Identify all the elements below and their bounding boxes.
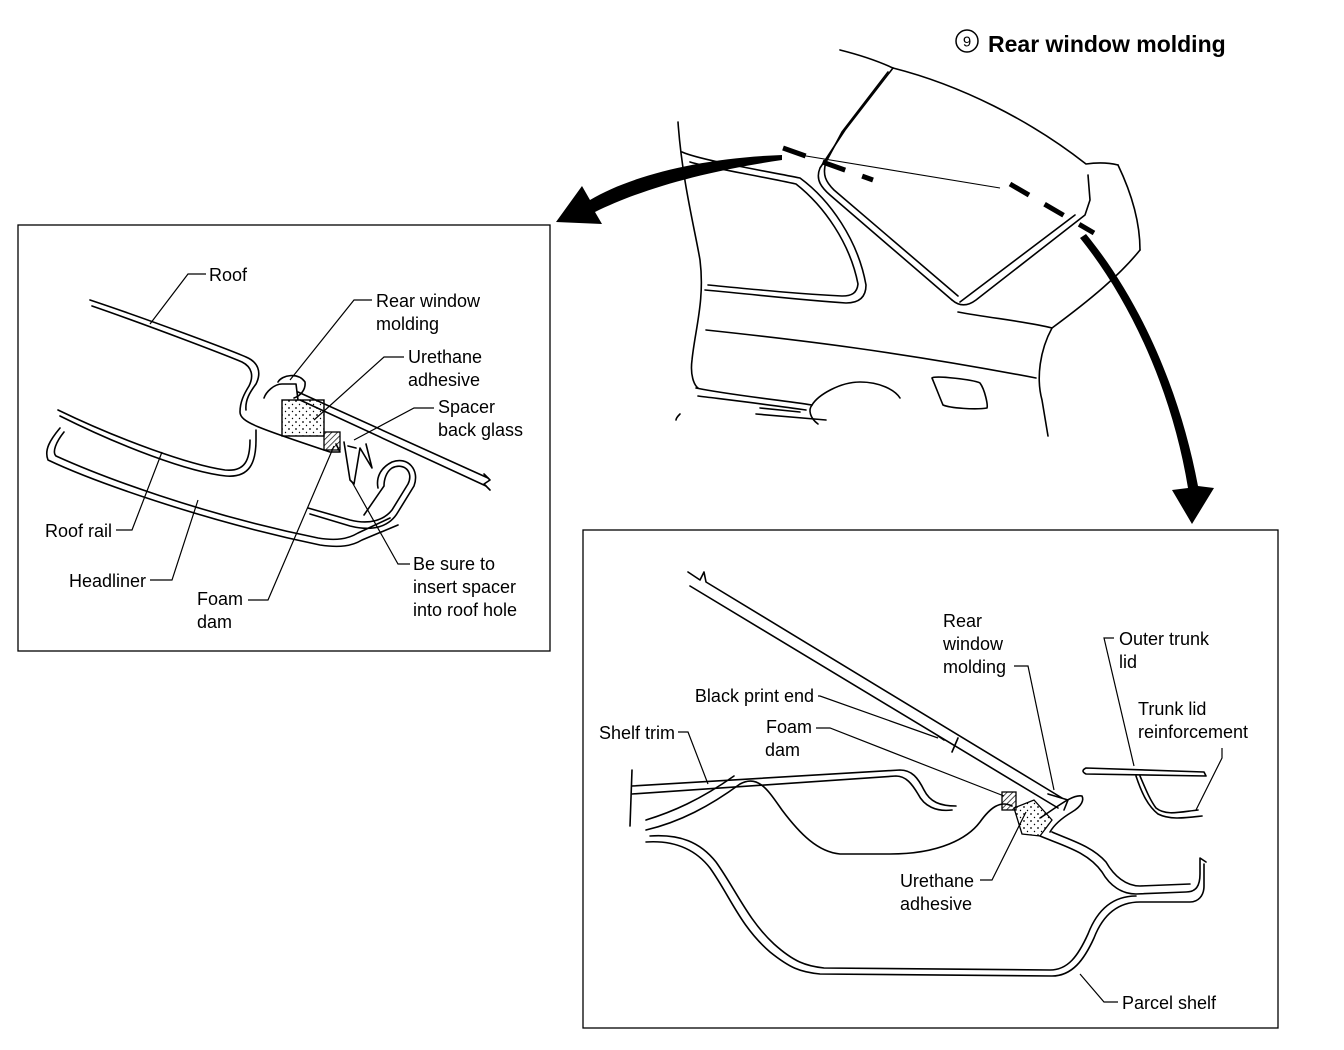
label-foam-2: dam [197, 612, 232, 632]
upper-detail-panel: Roof Rear window molding Urethane adhesi… [17, 224, 551, 652]
label-outer-trunk-2: lid [1119, 652, 1137, 672]
callout-arrow-lower [1080, 234, 1214, 524]
lower-foam-dam [1001, 791, 1017, 811]
label-shelf-trim: Shelf trim [599, 723, 675, 743]
label-lower-molding-1: Rear [943, 611, 982, 631]
label-foam-1: Foam [197, 589, 243, 609]
title-text: Rear window molding [988, 31, 1226, 57]
label-trunk-reinforcement-1: Trunk lid [1138, 699, 1206, 719]
label-lower-urethane-2: adhesive [900, 894, 972, 914]
lower-detail-frame [582, 529, 1279, 1029]
label-headliner: Headliner [69, 571, 146, 591]
label-lower-foam-1: Foam [766, 717, 812, 737]
label-insert-1: Be sure to [413, 554, 495, 574]
label-parcel-shelf: Parcel shelf [1122, 993, 1217, 1013]
label-lower-urethane-1: Urethane [900, 871, 974, 891]
label-outer-trunk-1: Outer trunk [1119, 629, 1210, 649]
label-roof: Roof [209, 265, 248, 285]
label-trunk-reinforcement-2: reinforcement [1138, 722, 1248, 742]
upper-foam-dam [323, 431, 341, 451]
step-number: 9 [963, 34, 971, 51]
lower-detail-panel: Rear window molding Outer trunk lid Blac… [582, 529, 1279, 1029]
label-insert-3: into roof hole [413, 600, 517, 620]
label-rear-window-molding-2: molding [376, 314, 439, 334]
label-insert-2: insert spacer [413, 577, 516, 597]
label-spacer-1: Spacer [438, 397, 495, 417]
diagram-title: 9 Rear window molding [955, 29, 1226, 57]
label-roof-rail: Roof rail [45, 521, 112, 541]
label-urethane-2: adhesive [408, 370, 480, 390]
car-rear-overview [675, 49, 1141, 437]
label-lower-molding-3: molding [943, 657, 1006, 677]
label-spacer-2: back glass [438, 420, 523, 440]
label-lower-foam-2: dam [765, 740, 800, 760]
label-black-print-end: Black print end [695, 686, 814, 706]
callout-arrow-upper [556, 155, 782, 224]
label-lower-molding-2: window [942, 634, 1004, 654]
step-number-badge [955, 29, 979, 53]
upper-urethane-block [281, 399, 325, 437]
upper-detail-frame [17, 224, 551, 652]
label-urethane-1: Urethane [408, 347, 482, 367]
label-rear-window-molding-1: Rear window [376, 291, 481, 311]
